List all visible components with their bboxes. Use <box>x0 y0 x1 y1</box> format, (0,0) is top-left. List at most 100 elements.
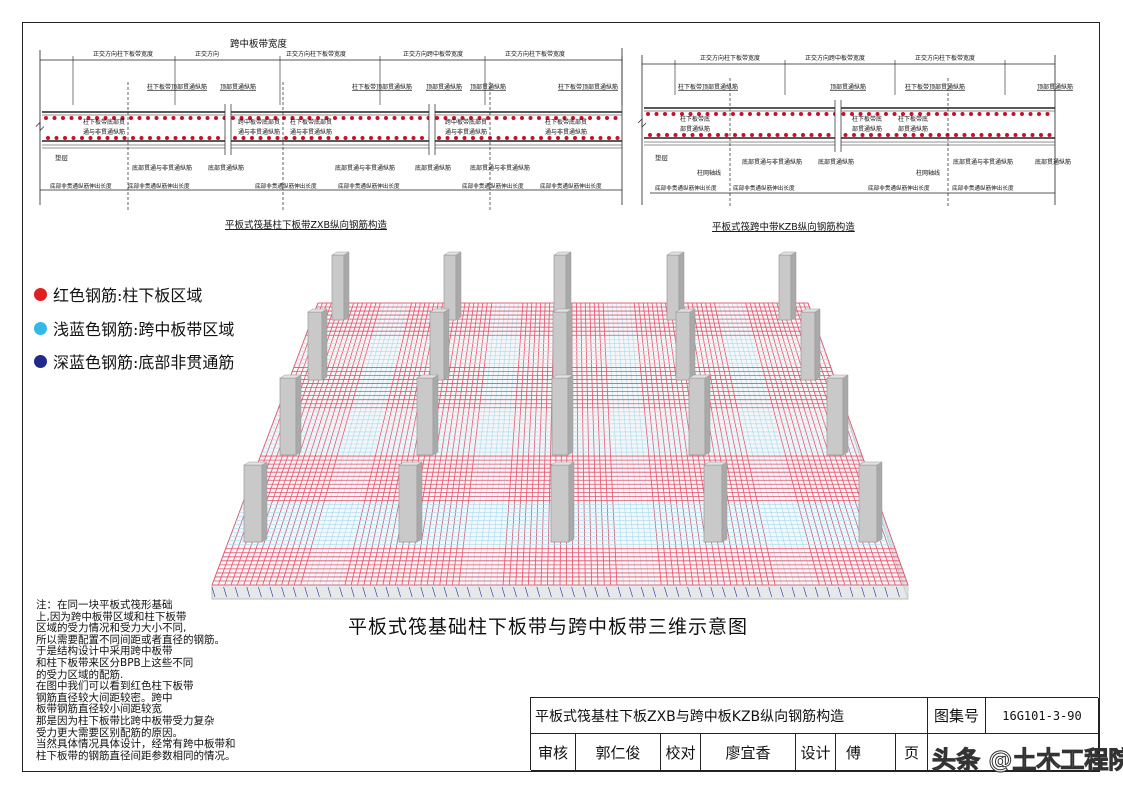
rebar-dot <box>892 112 897 116</box>
rebar-dot <box>54 136 59 140</box>
dark-blue-rebar <box>548 586 552 598</box>
rebar-dot <box>875 112 880 116</box>
rebar-dot <box>105 136 110 140</box>
column-top <box>858 461 883 466</box>
dark-blue-rebar <box>362 586 367 598</box>
bottom-rebar-label: 底部贯通纵筋 <box>1035 158 1071 166</box>
rebar-dot <box>326 136 331 140</box>
rebar-dot <box>80 136 84 140</box>
rebar-dot <box>767 133 771 137</box>
rebar-dot <box>539 136 543 140</box>
rebar-dot <box>935 112 939 116</box>
top-rebar-label: 顶部贯通纵筋 <box>426 83 462 91</box>
rebar-dot <box>1039 133 1043 137</box>
rebar-dot <box>190 136 195 140</box>
bottom-rebar-label: 底部贯通与非贯通纵筋 <box>742 158 802 166</box>
bottom-rebar-label: 底部贯通纵筋 <box>208 164 244 172</box>
top-rebar-label: 顶部贯通纵筋 <box>470 83 506 91</box>
rebar-dot <box>503 116 507 120</box>
dark-blue-rebar <box>756 586 761 598</box>
rebar-dot <box>807 112 812 116</box>
mid-rebar-label: 通与非贯通纵筋 <box>83 128 125 136</box>
rebar-dot <box>267 136 271 140</box>
rebar-dot <box>954 133 958 137</box>
dark-blue-rebar <box>884 586 889 598</box>
rebar-dot <box>335 136 339 140</box>
mid-rebar-label: 柱下板带底部贯 <box>290 118 332 126</box>
column-side <box>261 461 268 543</box>
rebar-dot <box>1020 112 1024 116</box>
column-top <box>331 251 350 256</box>
rebar-dot <box>680 112 684 116</box>
rebar-dot <box>86 116 91 120</box>
dark-blue-rebar <box>617 586 622 598</box>
column-side <box>295 374 302 456</box>
rebar-dot <box>537 116 541 120</box>
column <box>800 311 816 381</box>
cushion-label: 垫层 <box>55 153 69 162</box>
designer-name: 傅 <box>836 734 896 771</box>
dark-blue-rebar <box>896 586 900 598</box>
dark-blue-rebar <box>559 586 564 598</box>
column <box>243 464 263 543</box>
rebar-dot <box>386 136 390 140</box>
rebar-dot <box>248 116 252 120</box>
rebar-dot <box>520 116 524 120</box>
column-side <box>704 374 711 456</box>
rebar-dot <box>341 116 346 120</box>
rebar-dot <box>969 112 973 116</box>
rebar-dot <box>758 133 763 137</box>
column <box>279 377 297 456</box>
extension-length-label: 底部非贯通纵筋伸出长度 <box>462 182 524 190</box>
page-label: 页 <box>896 734 928 771</box>
dark-blue-rebar <box>397 586 401 598</box>
bottom-rebar-label: 底部贯通与非贯通纵筋 <box>953 158 1013 166</box>
rebar-dot <box>733 133 737 137</box>
rebar-dot <box>590 136 594 140</box>
mid-rebar-label: 柱下板带底 <box>898 115 928 123</box>
rebar-dot <box>95 116 99 120</box>
rebar-dot <box>377 136 382 140</box>
dark-blue-rebar <box>524 586 529 598</box>
rebar-dot <box>409 116 414 120</box>
column <box>675 311 691 381</box>
mid-rebar-label: 通与非贯通纵筋 <box>445 128 487 136</box>
drawing-frame <box>22 22 1100 772</box>
column-side <box>876 461 883 543</box>
rebar-dot <box>928 133 933 137</box>
rebar-dot <box>722 112 727 116</box>
rebar-dot <box>598 136 603 140</box>
dim-label: 正交方向柱下板带宽度 <box>505 50 565 58</box>
rebar-dot <box>120 116 125 120</box>
column <box>703 464 723 543</box>
rebar-dot <box>605 116 609 120</box>
rebar-dot <box>333 116 337 120</box>
rebar-dot <box>420 136 424 140</box>
extension-length-label: 底部非贯通纵筋伸出长度 <box>952 184 1014 192</box>
rebar-dot <box>352 136 356 140</box>
top-rebar-label: 顶部贯通纵筋 <box>220 83 256 91</box>
dark-blue-rebar <box>838 586 842 598</box>
rebar-dot <box>411 136 416 140</box>
dark-blue-rebar <box>304 586 309 598</box>
mid-rebar-label: 柱下板带底 <box>680 115 710 123</box>
rebar-dot <box>573 136 577 140</box>
red-dot-icon <box>34 287 47 301</box>
rebar-dot <box>705 112 710 116</box>
rebar-dot <box>818 133 822 137</box>
rebar-dot <box>996 133 1001 137</box>
rebar-dot <box>139 136 144 140</box>
rebar-dot <box>350 116 354 120</box>
rebar-dot <box>775 133 780 137</box>
rebar-dot <box>273 116 278 120</box>
rebar-dot <box>952 112 956 116</box>
rebar-dot <box>384 116 388 120</box>
rebar-dot <box>284 136 288 140</box>
dark-blue-rebar <box>292 586 297 598</box>
column <box>778 254 792 321</box>
rebar-dot <box>282 116 286 120</box>
dark-blue-rebar <box>501 586 506 598</box>
rebar-dot <box>63 136 67 140</box>
rebar-dot <box>962 133 967 137</box>
dim-label: 正交方向 <box>195 50 219 58</box>
